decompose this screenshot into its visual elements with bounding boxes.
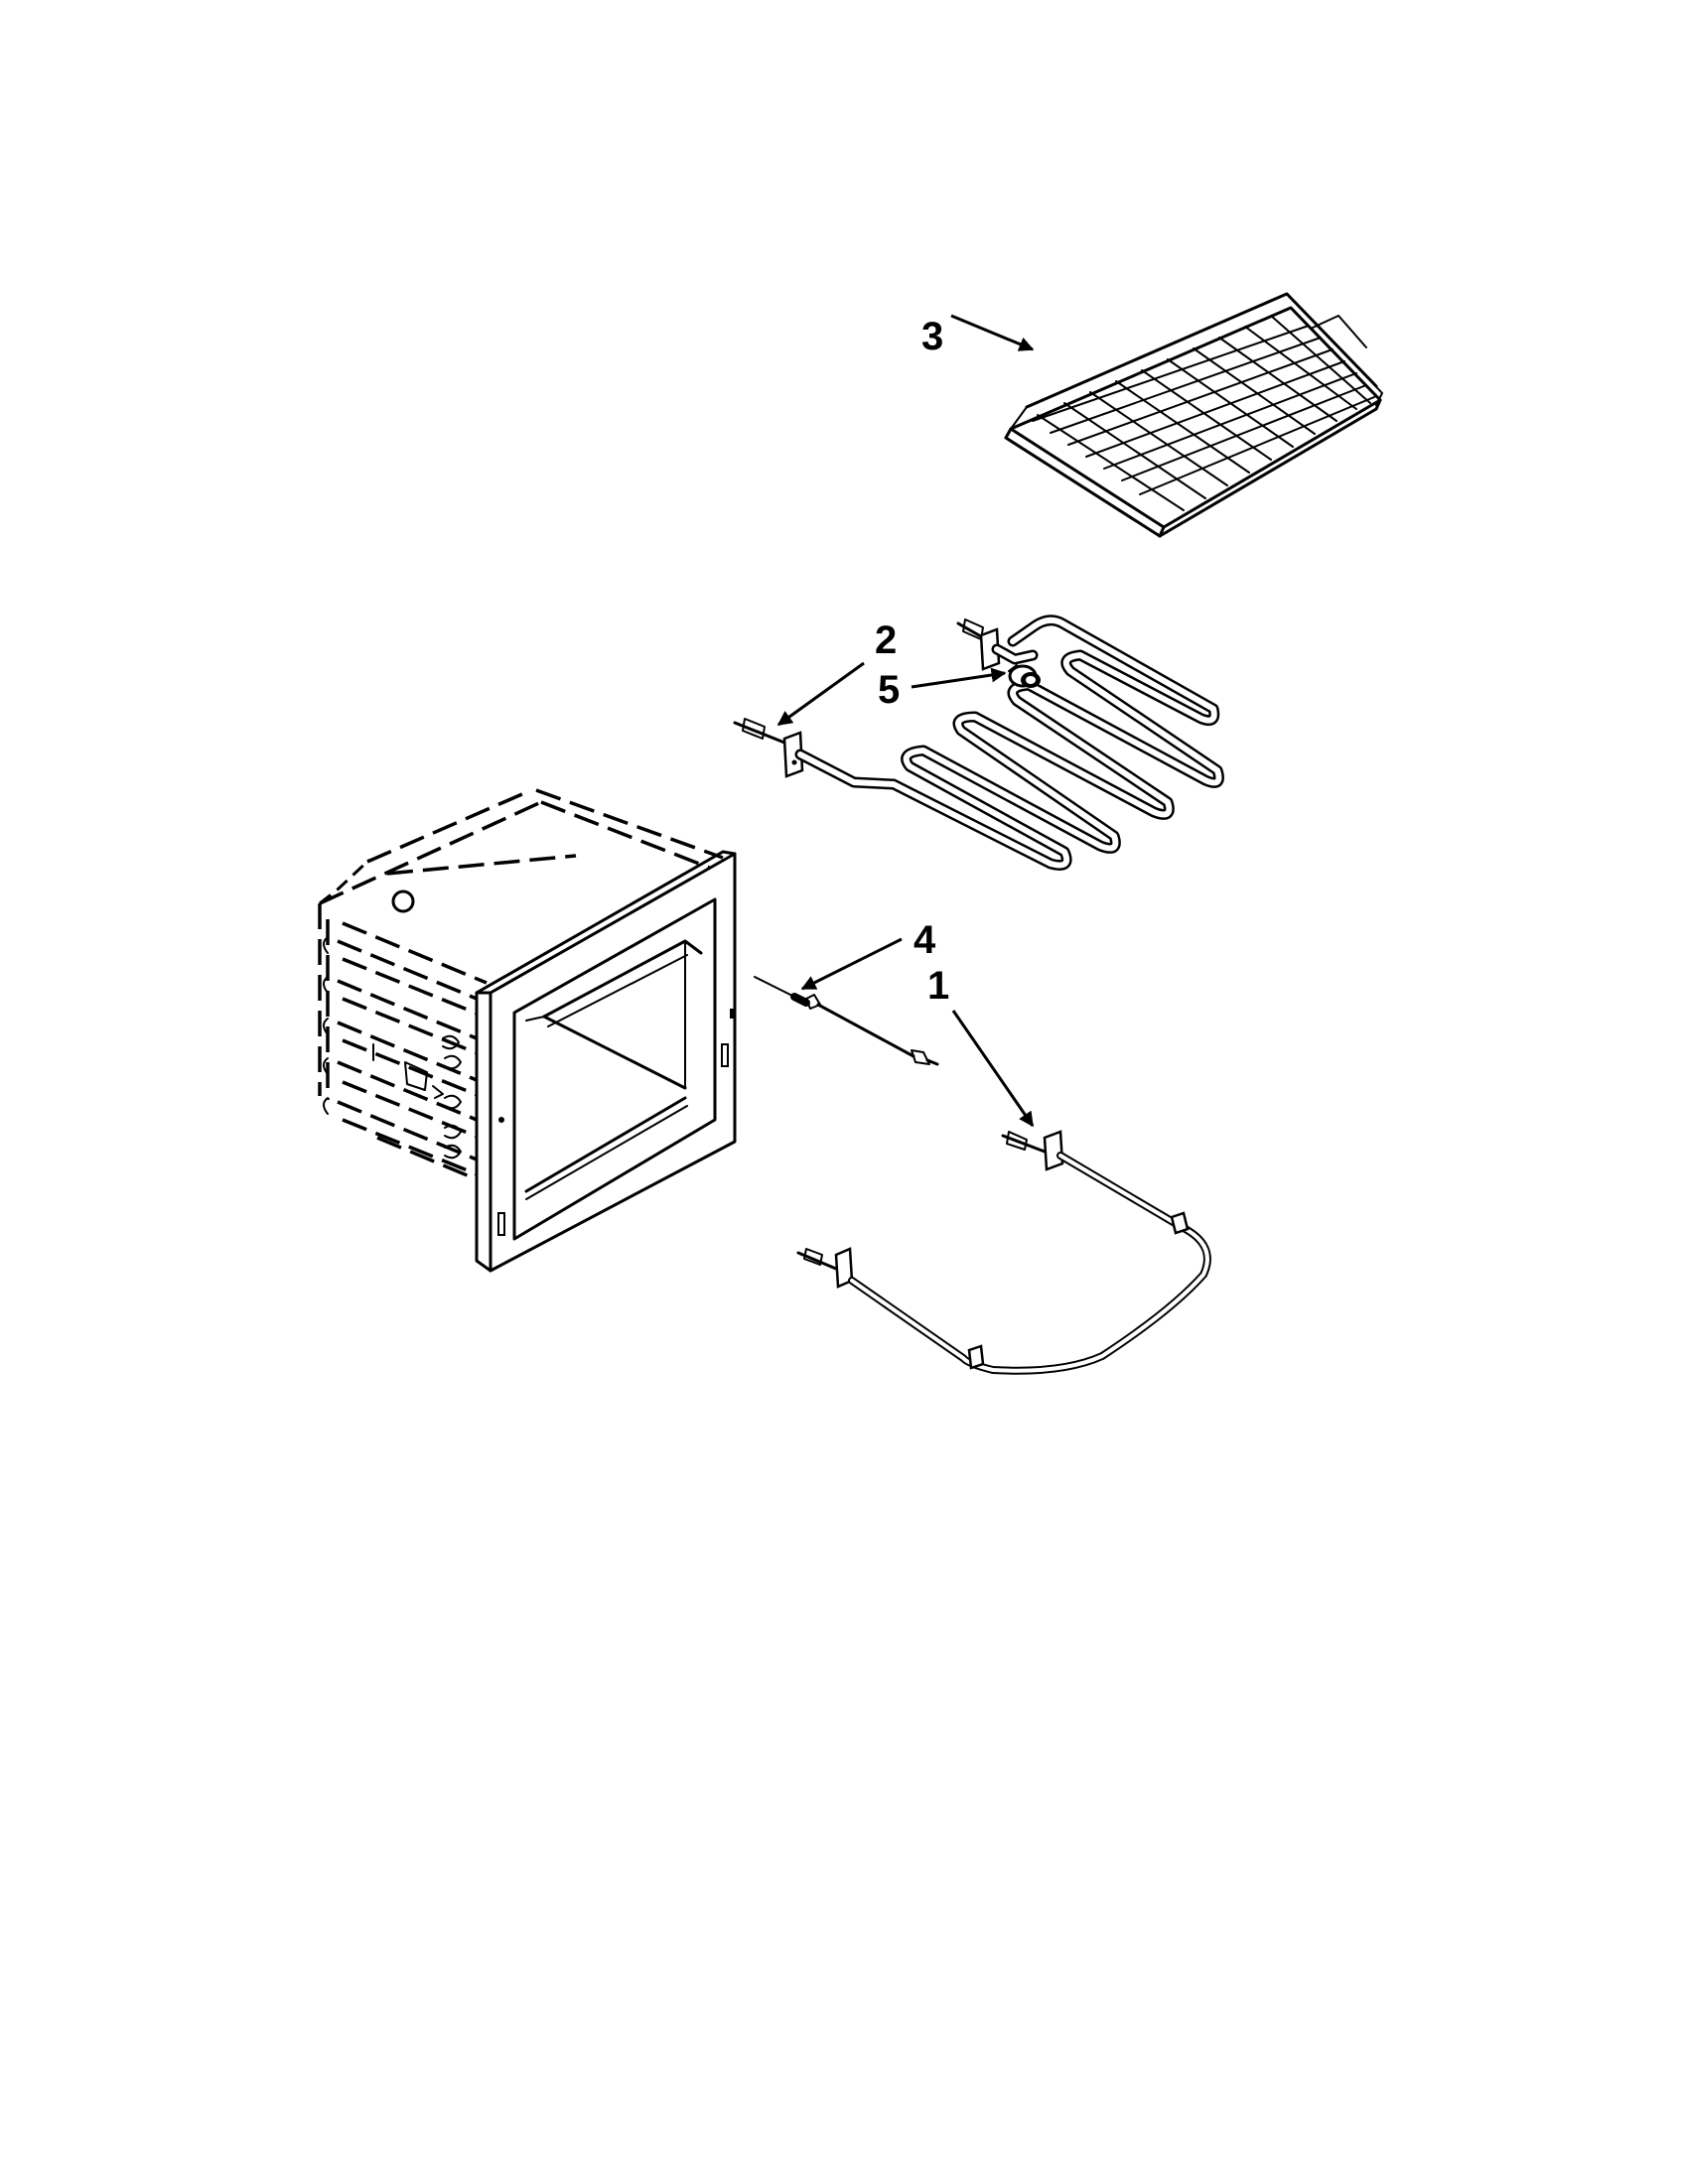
element-fitting bbox=[1008, 664, 1041, 688]
callout-2: 2 bbox=[875, 618, 897, 662]
temperature-sensor bbox=[754, 976, 939, 1066]
leader-3 bbox=[950, 314, 1035, 351]
oven-cavity bbox=[318, 788, 731, 1181]
oven-rack bbox=[1004, 292, 1383, 538]
callout-1: 1 bbox=[927, 964, 949, 1008]
callout-5: 5 bbox=[878, 668, 900, 712]
leader-1 bbox=[951, 1010, 1035, 1128]
bake-element bbox=[796, 1130, 1211, 1375]
callout-3: 3 bbox=[921, 315, 943, 358]
broil-element bbox=[733, 614, 1224, 871]
callout-leaders bbox=[776, 314, 1035, 1128]
leader-2 bbox=[776, 661, 865, 727]
oven-front-frame bbox=[475, 850, 737, 1273]
callout-4: 4 bbox=[914, 918, 936, 962]
leader-4 bbox=[800, 937, 903, 991]
leader-5 bbox=[911, 667, 1007, 689]
